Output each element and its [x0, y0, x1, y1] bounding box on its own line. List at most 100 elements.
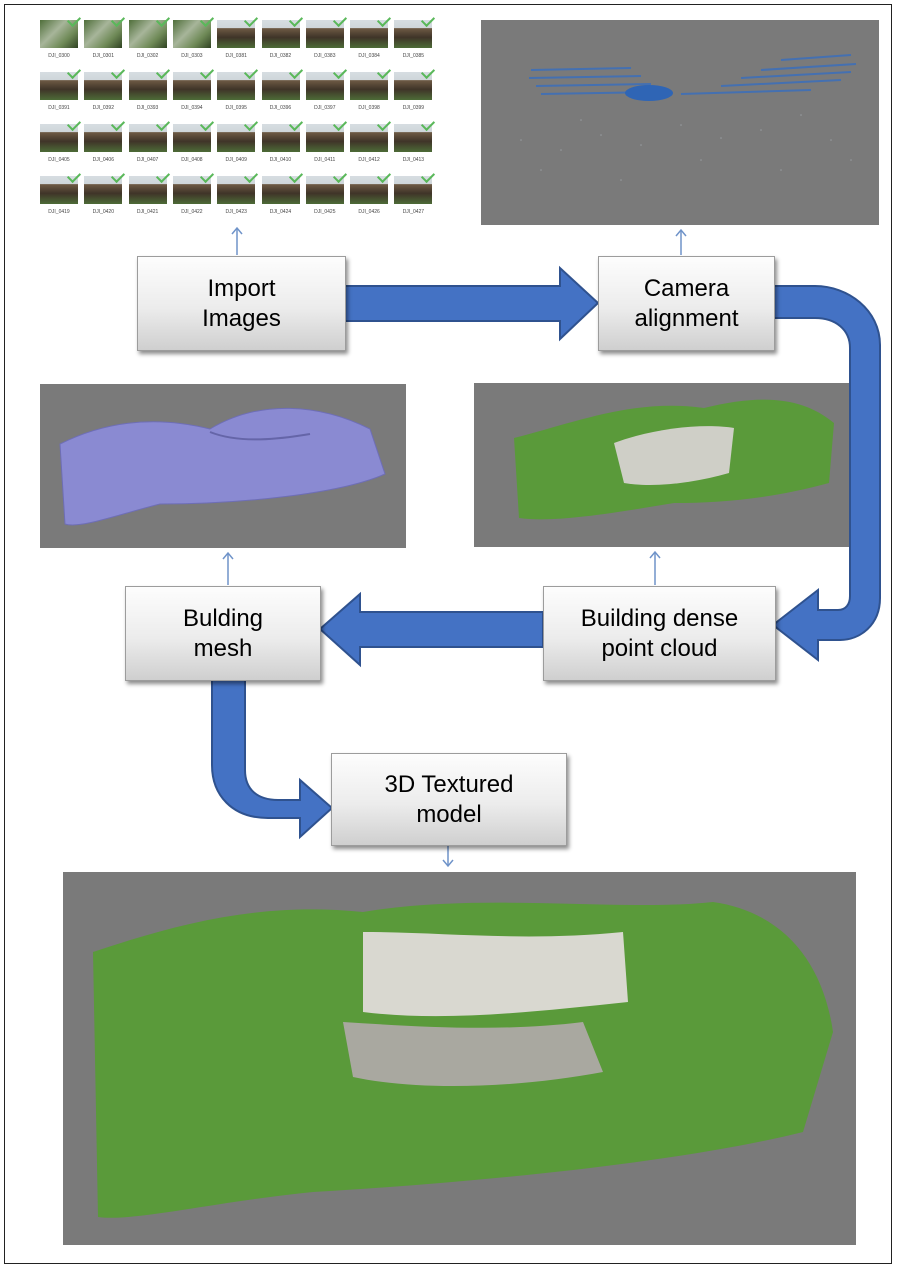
image-thumbnail[interactable]: DJI_0423	[217, 168, 259, 215]
image-thumbnail[interactable]: DJI_0396	[261, 64, 303, 111]
step-dense-label: Building dense point cloud	[580, 604, 739, 662]
thumbnail-image	[172, 176, 211, 204]
image-thumbnail[interactable]: DJI_0398	[350, 64, 392, 111]
thumbnail-image	[261, 72, 300, 100]
thumbnail-image	[128, 20, 167, 48]
image-thumbnail[interactable]: DJI_0427	[394, 168, 436, 215]
thumbnail-image	[40, 176, 78, 204]
thumbnail-label: DJI_0407	[136, 157, 159, 163]
image-thumbnail[interactable]: DJI_0411	[305, 116, 347, 163]
image-thumbnail[interactable]: DJI_0303	[172, 12, 214, 59]
thumbnail-label: DJI_0422	[181, 209, 203, 215]
thumbnail-label: DJI_0423	[225, 209, 247, 215]
thumbnail-label: DJI_0384	[358, 53, 380, 59]
thumbnail-image	[305, 124, 344, 152]
step-building-dense-point-cloud: Building dense point cloud	[543, 586, 776, 681]
thumbnail-image	[261, 124, 300, 152]
image-thumbnail[interactable]: DJI_0424	[261, 168, 303, 215]
image-thumbnail[interactable]: DJI_0406	[84, 116, 126, 163]
arrow-import-to-camera	[344, 265, 600, 342]
thumbnail-label: DJI_0411	[314, 157, 336, 163]
thumbnail-label: DJI_0420	[92, 209, 114, 215]
thumbnail-label: DJI_0394	[181, 105, 203, 111]
arrow-dense-to-mesh	[318, 591, 544, 668]
thumbnail-label: DJI_0408	[181, 157, 203, 163]
image-thumbnail[interactable]: DJI_0420	[84, 168, 126, 215]
image-thumbnail[interactable]: DJI_0391	[40, 64, 82, 111]
textured-model	[93, 902, 833, 1218]
thumbnail-image	[84, 20, 123, 48]
connector-import-arrowhead	[231, 226, 243, 235]
thumbnail-label: DJI_0412	[358, 157, 380, 163]
thumbnail-label: DJI_0383	[314, 53, 336, 59]
thumbnail-image	[261, 176, 300, 204]
thumbnail-image	[305, 176, 344, 204]
image-thumbnail[interactable]: DJI_0384	[350, 12, 392, 59]
step-import-label: Import Images	[202, 274, 281, 332]
thumbnail-image	[350, 72, 389, 100]
image-thumbnail[interactable]: DJI_0412	[350, 116, 392, 163]
thumbnail-image	[305, 72, 344, 100]
image-thumbnail[interactable]: DJI_0394	[172, 64, 214, 111]
image-thumbnail[interactable]: DJI_0413	[394, 116, 436, 163]
thumbnail-image	[350, 176, 389, 204]
image-thumbnail[interactable]: DJI_0425	[305, 168, 347, 215]
thumbnail-image	[172, 20, 211, 48]
dense-point-cloud-view	[474, 383, 879, 547]
thumbnail-label: DJI_0413	[402, 157, 425, 163]
image-thumbnail[interactable]: DJI_0392	[84, 64, 126, 111]
thumbnail-label: DJI_0399	[402, 105, 425, 111]
image-thumbnail[interactable]: DJI_0301	[84, 12, 126, 59]
thumbnail-image	[394, 176, 433, 204]
image-thumbnail[interactable]: DJI_0381	[217, 12, 259, 59]
arrow-mesh-to-textured	[211, 674, 334, 840]
thumbnail-image	[217, 20, 256, 48]
step-3d-textured-model: 3D Textured model	[331, 753, 567, 846]
thumbnail-label: DJI_0385	[402, 53, 425, 59]
thumbnail-image	[217, 72, 256, 100]
image-thumbnail[interactable]: DJI_0302	[128, 12, 170, 59]
thumbnail-label: DJI_0426	[358, 209, 380, 215]
arrow-camera-to-dense-body	[771, 285, 881, 663]
step-textured-label: 3D Textured model	[384, 770, 514, 828]
step-camera-alignment: Camera alignment	[598, 256, 775, 351]
connector-mesh-arrowhead	[222, 551, 234, 560]
thumbnail-image	[84, 124, 123, 152]
thumbnail-label: DJI_0410	[269, 157, 292, 163]
image-thumbnail[interactable]: DJI_0408	[172, 116, 214, 163]
step-bulding-mesh: Bulding mesh	[125, 586, 321, 681]
image-thumbnail[interactable]: DJI_0397	[305, 64, 347, 111]
image-thumbnail[interactable]: DJI_0395	[217, 64, 259, 111]
step-camera-label: Camera alignment	[634, 274, 739, 332]
image-thumbnail[interactable]: DJI_0399	[394, 64, 436, 111]
image-thumbnail[interactable]: DJI_0419	[40, 168, 82, 215]
image-thumbnail[interactable]: DJI_0410	[261, 116, 303, 163]
thumbnail-label: DJI_0405	[48, 157, 70, 163]
image-thumbnail[interactable]: DJI_0393	[128, 64, 170, 111]
image-thumbnail[interactable]: DJI_0409	[217, 116, 259, 163]
thumbnail-label: DJI_0396	[269, 105, 292, 111]
image-thumbnail[interactable]: DJI_0422	[172, 168, 214, 215]
connector-textured-arrowhead	[442, 859, 454, 868]
thumbnail-label: DJI_0406	[92, 157, 114, 163]
image-thumbnail[interactable]: DJI_0300	[40, 12, 82, 59]
thumbnail-image	[261, 20, 300, 48]
thumbnail-image	[40, 72, 78, 100]
thumbnail-label: DJI_0382	[269, 53, 292, 59]
thumbnail-image	[40, 20, 78, 48]
image-thumbnail[interactable]: DJI_0382	[261, 12, 303, 59]
image-thumbnail[interactable]: DJI_0383	[305, 12, 347, 59]
thumbnail-label: DJI_0424	[269, 209, 292, 215]
thumbnail-label: DJI_0392	[92, 105, 114, 111]
image-thumbnail[interactable]: DJI_0426	[350, 168, 392, 215]
image-thumbnail[interactable]: DJI_0421	[128, 168, 170, 215]
thumbnail-image	[172, 124, 211, 152]
thumbnail-image	[394, 20, 433, 48]
thumbnail-label: DJI_0381	[225, 53, 247, 59]
sparse-point-cloud	[520, 54, 857, 181]
image-thumbnail[interactable]: DJI_0405	[40, 116, 82, 163]
image-thumbnail[interactable]: DJI_0407	[128, 116, 170, 163]
image-thumbnail[interactable]: DJI_0385	[394, 12, 436, 59]
